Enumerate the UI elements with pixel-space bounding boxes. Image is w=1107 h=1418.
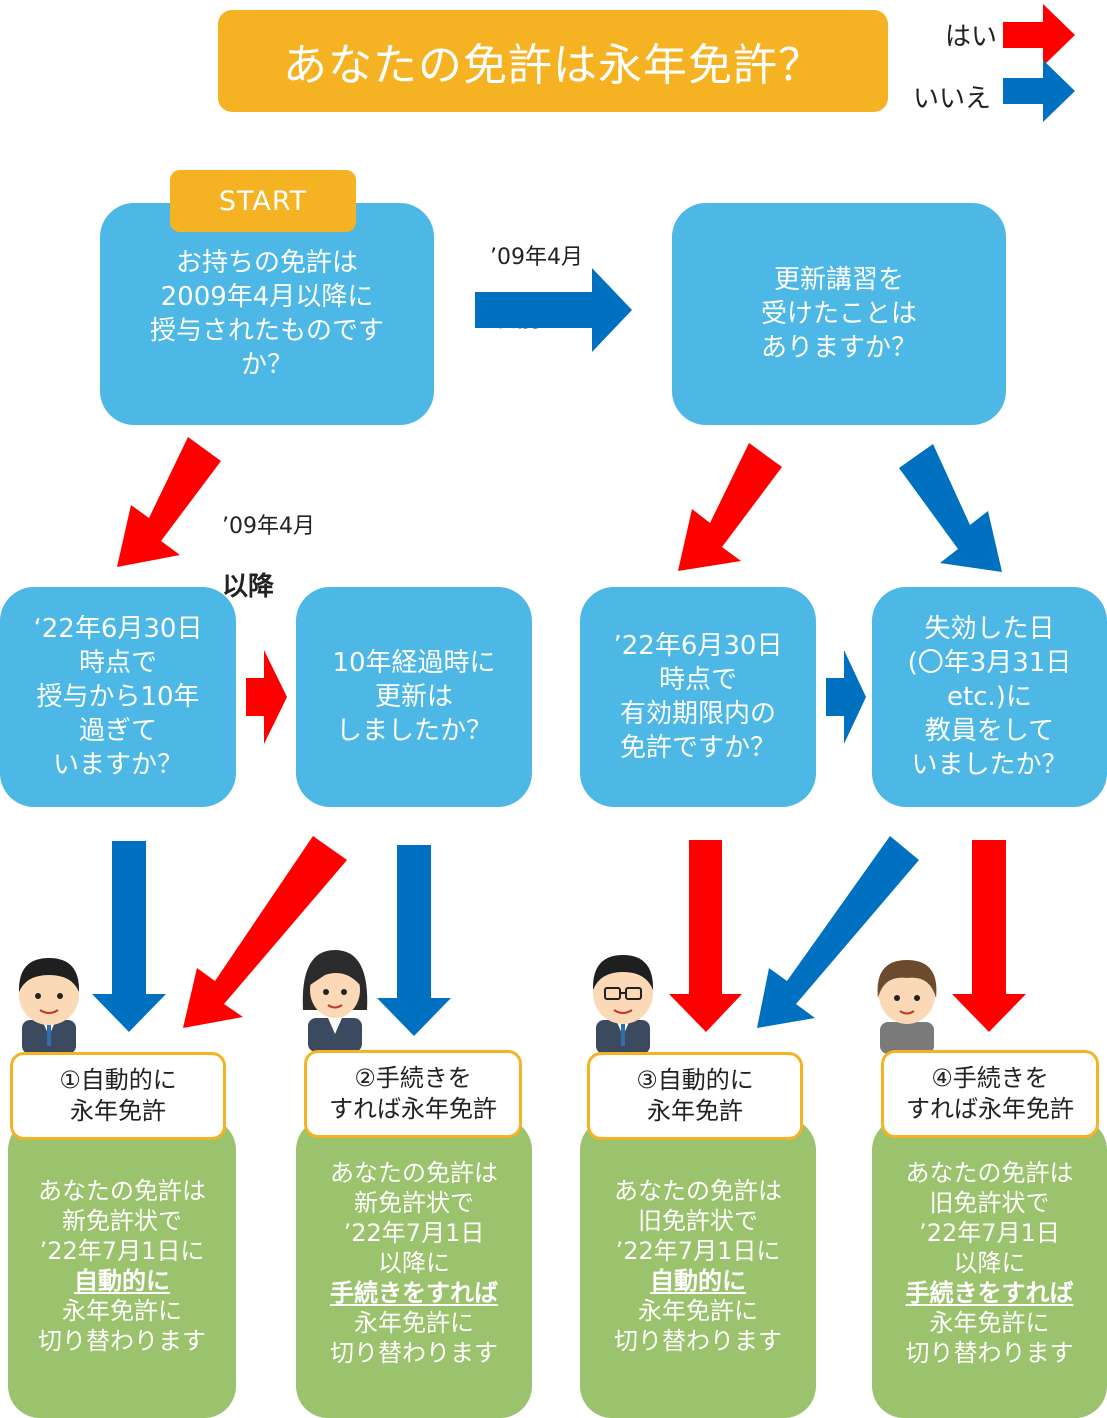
- result4-emphasis: 手続きをすれば: [905, 1279, 1074, 1307]
- result4-tail1: 永年免許に: [929, 1309, 1050, 1337]
- arrow-q6-to-result3: [757, 836, 919, 1028]
- annotation-after-2009: ’09年4月 以降: [222, 482, 315, 604]
- question-renewal-course: 更新講習を 受けたことは ありますか？: [672, 203, 1006, 425]
- result4-line1: あなたの免許は: [905, 1159, 1074, 1187]
- result-box-3: あなたの免許は 旧免許状で ’22年7月1日に 自動的に 永年免許に 切り替わり…: [580, 1118, 816, 1418]
- arrow-q3-to-result1: [92, 841, 166, 1032]
- result1-line2: 新免許状で: [62, 1207, 182, 1235]
- legend-yes-label: はい: [945, 22, 998, 52]
- result1-line3: ’22年7月1日に: [39, 1237, 205, 1265]
- result3-tail2: 切り替わります: [614, 1327, 782, 1355]
- result4-line2: 旧免許状で: [929, 1189, 1050, 1217]
- arrow-q5-to-q6: [826, 650, 866, 744]
- result4-line3: ’22年7月1日: [919, 1219, 1060, 1247]
- result2-tail2: 切り替わります: [330, 1339, 498, 1367]
- arrow-q6-to-result4: [952, 840, 1026, 1032]
- result-title-3: ③自動的に 永年免許: [587, 1052, 803, 1140]
- arrow-q4-to-result2: [377, 845, 451, 1036]
- arrow-q3-to-q4: [246, 650, 287, 744]
- result2-tail1: 永年免許に: [354, 1309, 474, 1337]
- result2-line1: あなたの免許は: [330, 1159, 498, 1187]
- result1-tail2: 切り替わります: [38, 1327, 206, 1355]
- result-title-1: ①自動的に 永年免許: [10, 1052, 226, 1140]
- result3-tail1: 永年免許に: [638, 1297, 758, 1325]
- result3-line1: あなたの免許は: [614, 1177, 782, 1205]
- arrow-q1-to-q2: [475, 268, 632, 352]
- result3-line2: 旧免許状で: [638, 1207, 758, 1235]
- person-woman-icon: [302, 950, 368, 1052]
- arrow-q2-to-q6: [899, 444, 1002, 572]
- result-box-4: あなたの免許は 旧免許状で ’22年7月1日 以降に 手続きをすれば 永年免許に…: [872, 1118, 1107, 1418]
- person-man-icon: [18, 958, 80, 1054]
- arrow-q2-to-q5: [678, 443, 782, 571]
- legend-yes-arrow: [1003, 4, 1075, 66]
- legend-no-arrow: [1003, 60, 1075, 122]
- start-label: START: [170, 170, 356, 232]
- result1-tail1: 永年免許に: [62, 1297, 182, 1325]
- result4-line4: 以降に: [953, 1249, 1026, 1277]
- result1-line1: あなたの免許は: [38, 1177, 206, 1205]
- question-teaching-on-expiry: 失効した日 (〇年3月31日 etc.)に 教員をして いましたか？: [872, 587, 1107, 807]
- page-title: あなたの免許は永年免許？: [218, 10, 888, 112]
- result2-line4: 以降に: [378, 1249, 450, 1277]
- result4-tail2: 切り替わります: [905, 1339, 1074, 1367]
- legend-no-label: いいえ: [913, 84, 992, 114]
- question-issue-date: お持ちの免許は 2009年4月以降に 授与されたものです か？: [100, 203, 434, 425]
- result2-emphasis: 手続きをすれば: [330, 1279, 498, 1307]
- annotation-before-date: ’09年4月: [490, 245, 583, 270]
- result-title-2: ②手続きを すれば永年免許: [304, 1050, 522, 1138]
- result-box-1: あなたの免許は 新免許状で ’22年7月1日に 自動的に 永年免許に 切り替わり…: [8, 1118, 236, 1418]
- result1-emphasis: 自動的に: [74, 1267, 170, 1295]
- result3-emphasis: 自動的に: [650, 1267, 746, 1295]
- arrow-q5-to-result3: [669, 840, 742, 1032]
- person-woman-short-hair-icon: [877, 960, 937, 1054]
- result2-line2: 新免許状で: [354, 1189, 474, 1217]
- result-box-2: あなたの免許は 新免許状で ’22年7月1日 以降に 手続きをすれば 永年免許に…: [296, 1118, 532, 1418]
- result-title-4: ④手続きを すれば永年免許: [881, 1050, 1099, 1138]
- question-renewed-at-ten-years: 10年経過時に 更新は しましたか？: [296, 587, 532, 807]
- result2-line3: ’22年7月1日: [343, 1219, 485, 1247]
- arrow-q1-to-q3: [117, 437, 221, 567]
- arrow-q4-to-result1: [183, 836, 347, 1028]
- annotation-after-date: ’09年4月: [222, 514, 315, 539]
- question-valid-license: ’22年6月30日 時点で 有効期限内の 免許ですか？: [580, 587, 816, 807]
- question-ten-years-passed: ‘22年6月30日 時点で 授与から10年 過ぎて いますか？: [0, 587, 236, 807]
- annotation-after-word: 以降: [222, 572, 275, 602]
- person-man-glasses-icon: [592, 955, 654, 1054]
- result3-line3: ’22年7月1日に: [615, 1237, 781, 1265]
